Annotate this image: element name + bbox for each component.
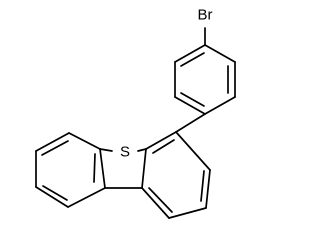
bond [141, 148, 147, 189]
bond [141, 187, 170, 219]
thiophene-ring [99, 148, 147, 189]
double-bond-inner [93, 153, 96, 183]
bond [67, 187, 106, 208]
bond [168, 207, 207, 219]
bond [175, 131, 211, 171]
bond [145, 131, 177, 150]
chemical-structure: Br S [35, 7, 236, 219]
double-bond-inner [152, 139, 175, 154]
bond [174, 96, 206, 115]
double-bond-inner [42, 185, 68, 201]
sulfur-label: S [120, 144, 130, 161]
double-bond-inner [180, 92, 205, 107]
double-bond-inner [148, 187, 173, 213]
bond [68, 132, 101, 150]
bond [204, 44, 236, 63]
bond [137, 148, 147, 152]
bond [35, 186, 69, 208]
bond [99, 148, 106, 189]
bromophenyl-ring [174, 44, 236, 115]
double-bond-inner [180, 52, 205, 67]
bond [35, 132, 70, 152]
double-bond-inner [200, 170, 205, 202]
bond [205, 169, 211, 209]
left-benzo-ring [35, 132, 106, 208]
right-benzo-ring [141, 131, 211, 219]
bromine-label: Br [198, 7, 213, 24]
bond [204, 96, 236, 115]
bond [99, 148, 113, 152]
biaryl-bond [175, 113, 206, 133]
bond [174, 44, 206, 63]
double-bond-inner [41, 140, 69, 156]
